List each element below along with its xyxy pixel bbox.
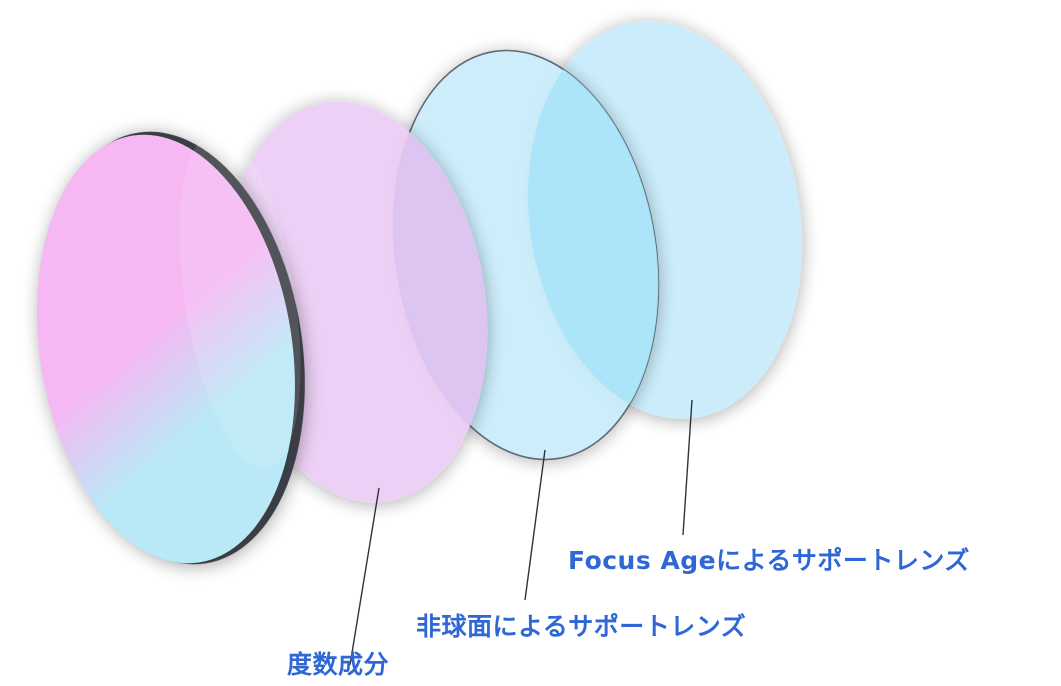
- focus-age-leader-line: [682, 399, 693, 536]
- power-leader-line: [349, 487, 380, 666]
- aspheric-label: 非球面によるサポートレンズ: [416, 612, 747, 641]
- focus-age-label: Focus Ageによるサポートレンズ: [568, 546, 970, 575]
- power-component-label: 度数成分: [287, 650, 390, 679]
- power-lens-highlight: [179, 131, 301, 469]
- power-component-lens: [37, 134, 295, 564]
- aspheric-leader-line: [524, 449, 546, 601]
